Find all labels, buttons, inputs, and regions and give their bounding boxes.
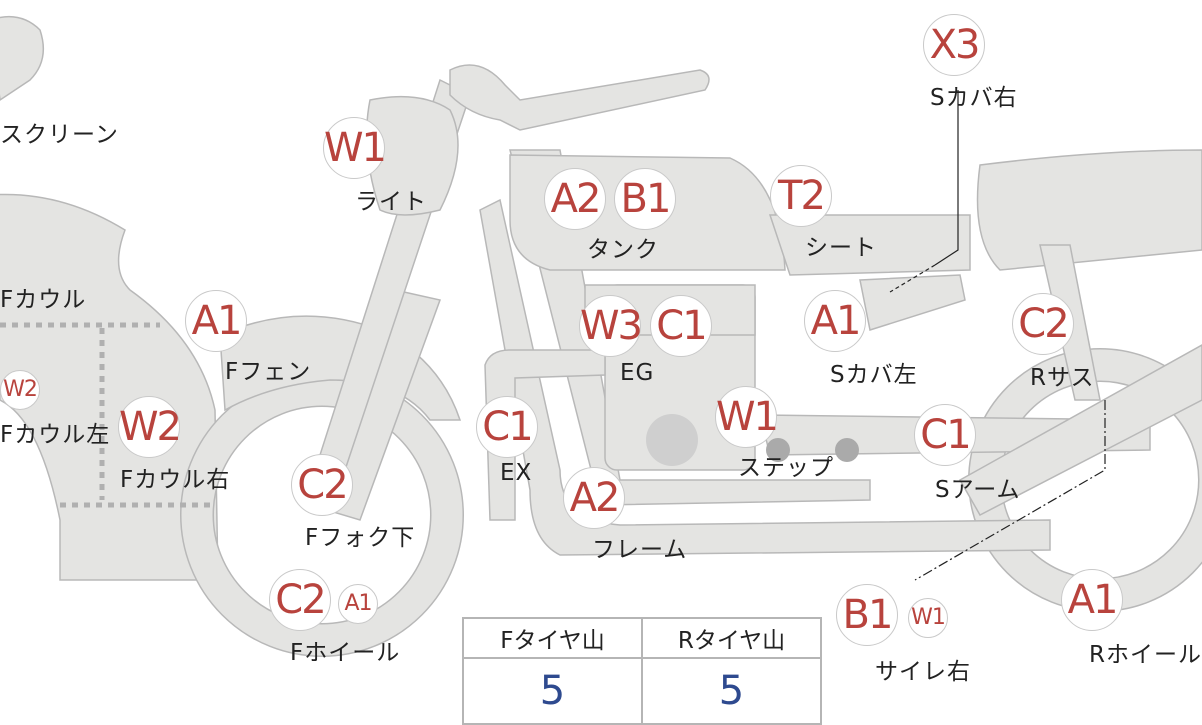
tire-table-header-row: Fタイヤ山 Rタイヤ山: [463, 618, 821, 658]
handlebar-shape: [450, 65, 709, 130]
label-rear-wheel: Rホイール: [1089, 635, 1202, 669]
label-f-cowl-right: Fカウル右: [120, 460, 230, 494]
code-badge[interactable]: A1: [185, 290, 247, 352]
label-frame: フレーム: [592, 530, 687, 564]
label-f-fender: Fフェン: [225, 352, 311, 386]
code-badge[interactable]: A1: [338, 584, 378, 624]
tire-table-value-row: 5 5: [463, 658, 821, 724]
label-rear-suspension: Rサス: [1030, 358, 1095, 392]
label-front-fork-lower: Fフォク下: [305, 518, 415, 552]
label-screen: スクリーン: [0, 115, 119, 149]
code-badge[interactable]: W1: [715, 386, 777, 448]
label-f-cowl: Fカウル: [0, 280, 86, 314]
label-tank: タンク: [587, 230, 659, 264]
code-badge[interactable]: A1: [804, 290, 866, 352]
label-silencer-right: サイレ右: [875, 652, 971, 686]
rear-tire-header: Rタイヤ山: [642, 618, 821, 658]
label-light: ライト: [355, 182, 427, 216]
code-badge[interactable]: W3: [579, 295, 641, 357]
code-badge[interactable]: C2: [269, 569, 331, 631]
code-badge[interactable]: A1: [1061, 569, 1123, 631]
front-tire-value: 5: [463, 658, 642, 724]
tire-tread-table: Fタイヤ山 Rタイヤ山 5 5: [462, 617, 822, 725]
code-badge[interactable]: B1: [836, 584, 898, 646]
rear-cowl-shape: [978, 150, 1202, 270]
code-badge[interactable]: A2: [563, 467, 625, 529]
code-badge[interactable]: W2: [118, 396, 180, 458]
code-badge[interactable]: T2: [770, 165, 832, 227]
side-cover-left-shape: [860, 275, 965, 330]
rear-tire-value: 5: [642, 658, 821, 724]
label-exhaust: EX: [500, 460, 532, 486]
code-badge[interactable]: C2: [291, 454, 353, 516]
code-badge[interactable]: C1: [476, 396, 538, 458]
front-tire-header: Fタイヤ山: [463, 618, 642, 658]
step-shape: [835, 438, 859, 462]
code-badge[interactable]: W1: [323, 117, 385, 179]
label-f-cowl-left: Fカウル左: [0, 415, 110, 449]
code-badge[interactable]: C2: [1012, 293, 1074, 355]
screen-shape: [0, 17, 43, 100]
code-badge[interactable]: C1: [914, 404, 976, 466]
code-badge[interactable]: W1: [908, 598, 948, 638]
engine-cover-shape: [646, 414, 698, 466]
code-badge[interactable]: C1: [650, 295, 712, 357]
code-badge[interactable]: B1: [614, 168, 676, 230]
label-engine: EG: [620, 360, 654, 386]
code-badge[interactable]: A2: [544, 168, 606, 230]
label-step: ステップ: [738, 448, 834, 482]
label-side-cover-right: Sカバ右: [930, 78, 1018, 112]
label-side-cover-left: Sカバ左: [830, 355, 918, 389]
label-front-wheel: Fホイール: [290, 633, 400, 667]
label-seat: シート: [805, 228, 877, 262]
label-swing-arm: Sアーム: [935, 470, 1021, 504]
code-badge[interactable]: W2: [0, 370, 40, 410]
code-badge[interactable]: X3: [923, 14, 985, 76]
